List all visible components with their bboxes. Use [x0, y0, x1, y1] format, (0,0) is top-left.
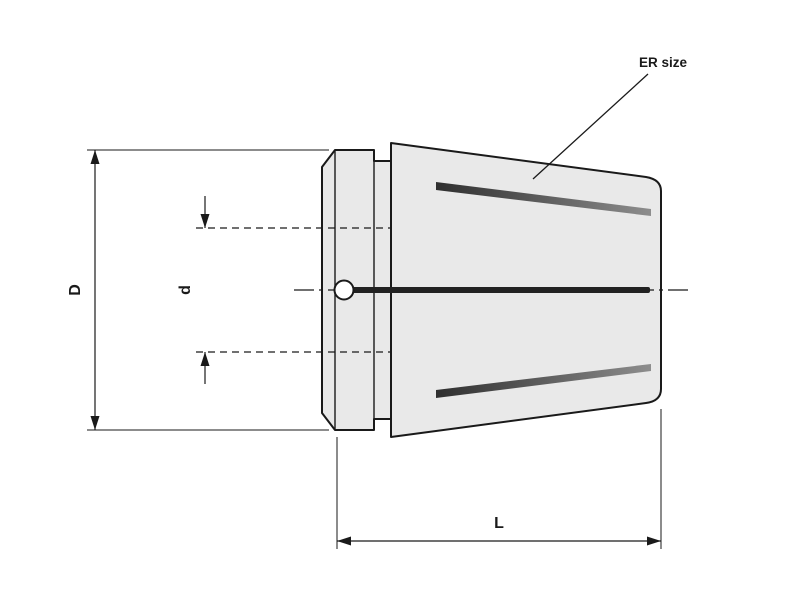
dim-L-arrow-right-icon: [647, 536, 661, 546]
er-size-label: ER size: [639, 55, 688, 70]
dim-L-arrow-left-icon: [337, 536, 351, 546]
dimension-bore-diameter: d: [177, 196, 210, 384]
collet-slot-upper: [436, 182, 651, 216]
dim-D-arrow-down-icon: [90, 416, 100, 430]
er-size-callout: ER size: [532, 55, 688, 180]
center-slit: [352, 287, 650, 293]
dimension-outer-diameter: D: [67, 149, 329, 431]
dim-d-arrow-down-icon: [200, 214, 210, 228]
er-size-leader-line: [532, 73, 649, 180]
dim-L-label: L: [494, 515, 504, 532]
bore-circle: [333, 279, 355, 301]
collet-slot-lower: [436, 364, 651, 398]
dim-D-arrow-up-icon: [90, 150, 100, 164]
dim-d-label: d: [177, 285, 194, 295]
dim-D-label: D: [67, 284, 84, 296]
dimension-length: L: [336, 409, 662, 549]
dim-d-arrow-up-icon: [200, 352, 210, 366]
